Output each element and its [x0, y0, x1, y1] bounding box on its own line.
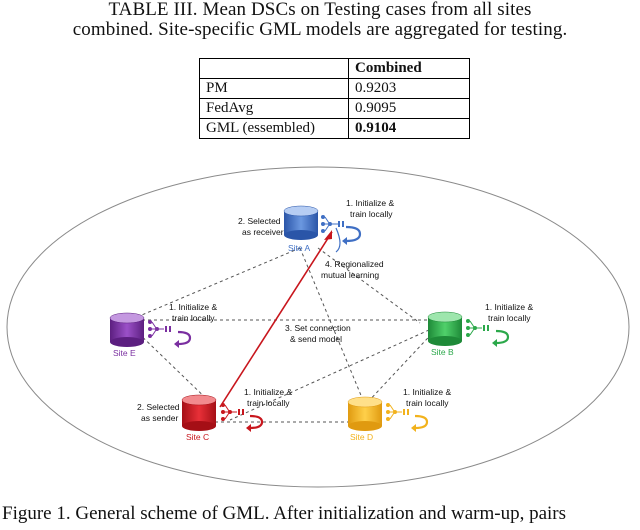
table-row: PM 0.9203 [199, 78, 470, 99]
site-b-label: Site B [431, 347, 454, 357]
table-row: GML (essembled) 0.9104 [199, 118, 470, 139]
site-a-init-line1: 1. Initialize & [346, 198, 395, 208]
dashed-connections [129, 247, 441, 423]
site-a-init-line2: train locally [350, 209, 393, 219]
site-c: Site C [181, 394, 264, 442]
value-cell: 0.9104 [348, 118, 470, 139]
regional-label-line2: mutual learning [321, 270, 379, 280]
sender-label-line1: 2. Selected [137, 402, 180, 412]
site-c-label: Site C [186, 432, 209, 442]
header-cell-combined: Combined [348, 58, 470, 79]
sender-connection-line [219, 231, 333, 408]
site-e-label: Site E [113, 348, 136, 358]
site-e: Site E [109, 312, 192, 358]
table-caption-line1: TABLE III. Mean DSCs on Testing cases fr… [108, 0, 532, 20]
site-b: Site B [427, 311, 510, 357]
annotations: 1. Initialize & train locally 2. Selecte… [137, 198, 534, 423]
gml-scheme-figure: Site A Site E Site B [6, 166, 630, 488]
table-header-row: Combined [199, 58, 470, 79]
table-caption-line2: combined. Site-specific GML models are a… [72, 19, 568, 40]
site-c-init-line1: 1. Initialize & [244, 387, 293, 397]
receiver-label-line2: as receiver [242, 227, 284, 237]
receiver-label-line1: 2. Selected [238, 216, 281, 226]
connect-label-line2: & send model [290, 334, 342, 344]
connect-label-line1: 3. Set connection [285, 323, 351, 333]
results-table: Combined PM 0.9203 FedAvg 0.9095 GML (es… [199, 58, 470, 139]
header-cell-method [199, 58, 349, 79]
site-d-init-line1: 1. Initialize & [403, 387, 452, 397]
regional-label-line1: 4. Regionalized [325, 259, 384, 269]
site-d-label: Site D [350, 432, 373, 442]
site-b-init-line2: train locally [488, 313, 531, 323]
site-b-init-line1: 1. Initialize & [485, 302, 534, 312]
network-boundary-ellipse [6, 166, 630, 488]
method-cell: GML (essembled) [199, 118, 349, 139]
method-cell: FedAvg [199, 98, 349, 119]
figure-caption: Figure 1. General scheme of GML. After i… [2, 503, 567, 524]
site-a-label: Site A [288, 243, 311, 253]
value-cell: 0.9095 [348, 98, 470, 119]
site-d: Site D [347, 396, 429, 442]
arrowhead-icon [324, 230, 332, 240]
value-cell: 0.9203 [348, 78, 470, 99]
site-e-init-line1: 1. Initialize & [169, 302, 218, 312]
site-d-init-line2: train locally [406, 398, 449, 408]
site-e-init-line2: train locally [172, 313, 215, 323]
method-cell: PM [199, 78, 349, 99]
sender-label-line2: as sender [141, 413, 178, 423]
table-row: FedAvg 0.9095 [199, 98, 470, 119]
site-a: Site A [283, 205, 362, 253]
site-c-init-line2: train locally [247, 398, 290, 408]
